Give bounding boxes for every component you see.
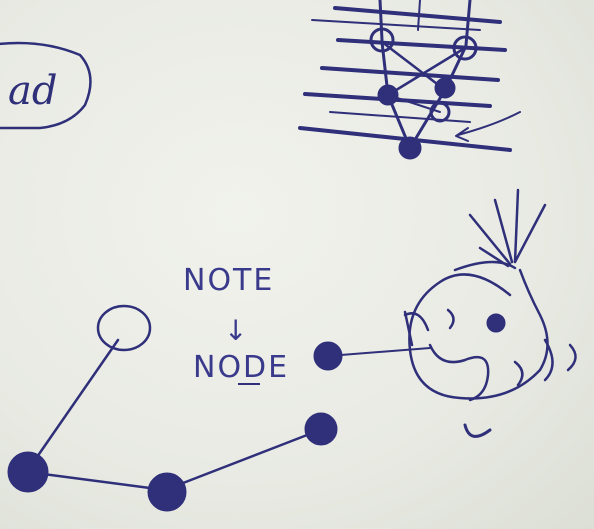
ear-curve bbox=[543, 338, 554, 382]
layer-line bbox=[303, 92, 492, 108]
pointer-arrow bbox=[457, 111, 521, 136]
hair-strand bbox=[513, 203, 547, 264]
graph-edge bbox=[26, 470, 167, 492]
badge-outline bbox=[0, 41, 92, 130]
filled-node bbox=[7, 451, 49, 493]
graph-edge bbox=[163, 428, 322, 492]
graph-edge bbox=[327, 347, 431, 357]
nose-curve bbox=[513, 360, 524, 387]
rounded-badge: ad bbox=[0, 41, 92, 130]
network-node bbox=[369, 27, 395, 53]
layer-line bbox=[333, 6, 502, 24]
hair-strand bbox=[468, 213, 512, 266]
ear-curve bbox=[566, 343, 577, 372]
mouth-curve bbox=[428, 343, 490, 402]
network-edge bbox=[408, 46, 467, 150]
vertical-edge bbox=[417, 0, 421, 31]
note-to-node-label: NOTE ↓ NODE bbox=[183, 263, 289, 385]
chin-curve bbox=[463, 423, 492, 438]
network-node bbox=[429, 101, 451, 123]
vertical-edge bbox=[378, 0, 384, 42]
eye-dot bbox=[486, 313, 506, 333]
network-edge bbox=[386, 46, 467, 97]
layer-line bbox=[329, 111, 471, 123]
pointer-arrowhead bbox=[455, 127, 469, 142]
filled-node bbox=[147, 472, 187, 512]
node-word: NODE bbox=[193, 350, 289, 385]
network-node bbox=[398, 136, 422, 160]
graph-edge bbox=[26, 338, 120, 472]
face-stroke bbox=[403, 310, 414, 347]
layer-line bbox=[320, 66, 500, 82]
layer-line bbox=[336, 38, 507, 52]
network-node bbox=[434, 77, 456, 99]
layered-network-sketch bbox=[298, 0, 521, 160]
cheek-curve bbox=[403, 312, 430, 332]
network-node bbox=[377, 84, 399, 106]
layer-line bbox=[311, 19, 481, 31]
network-edge bbox=[380, 40, 447, 92]
brow-curve bbox=[446, 308, 455, 330]
down-arrow: ↓ bbox=[224, 314, 249, 347]
badge-text: ad bbox=[8, 68, 57, 114]
small-graph-sketch bbox=[7, 304, 431, 512]
face-outline bbox=[408, 268, 549, 400]
network-node bbox=[452, 35, 478, 61]
forehead-line bbox=[453, 260, 517, 272]
filled-node bbox=[304, 412, 338, 446]
hair-strand bbox=[493, 198, 514, 264]
note-word: NOTE bbox=[183, 263, 274, 298]
empty-node bbox=[96, 304, 152, 352]
filled-node bbox=[313, 341, 343, 371]
cartoon-face-sketch bbox=[403, 188, 577, 438]
hair-strand bbox=[513, 188, 520, 264]
